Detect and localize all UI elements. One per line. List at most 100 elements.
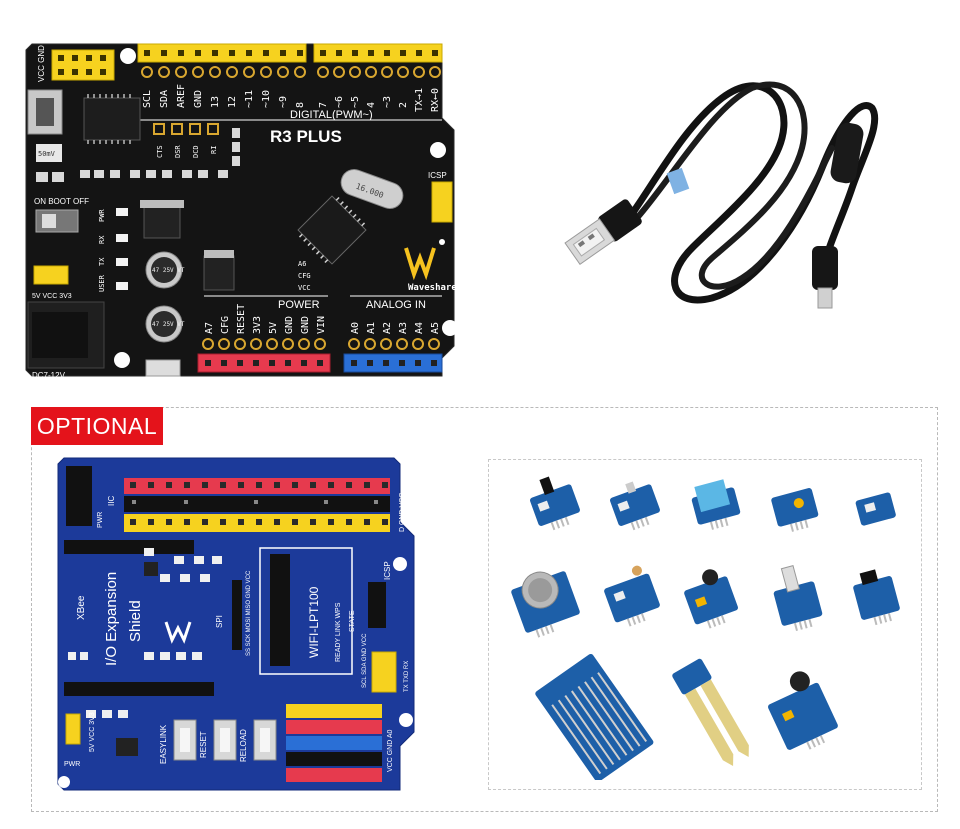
light-sensor-module (604, 565, 660, 627)
top-pin-label: 13 (210, 96, 221, 108)
power-pin-label: A7 (204, 322, 215, 334)
a6-label: A6 (298, 260, 306, 268)
iic-label: IIC (107, 496, 116, 506)
hall-sensor-module (855, 492, 896, 526)
sensor-modules-frame (488, 459, 922, 790)
digital-label: DIGITAL(PWM~) (290, 109, 373, 121)
wifi-module-label: WIFI-LPT100 (307, 586, 321, 658)
tilt-sensor-module (610, 481, 660, 531)
dc-jack-label: DC7-12V (32, 371, 66, 380)
usb-cable-image (564, 81, 879, 309)
vcc-gnd-a0-label: VCC GND A0 (387, 729, 394, 772)
optional-section-frame (31, 407, 938, 812)
top-pin-label: GND (193, 90, 204, 108)
dsr-label: DSR (174, 145, 182, 158)
user-led-label: USER (98, 274, 106, 292)
power-pin-label: GND (300, 316, 311, 334)
reset-button-shield (213, 719, 237, 761)
top-pin-label: SDA (159, 90, 170, 108)
reload-label: RELOAD (239, 729, 248, 762)
svg-text:Waveshare: Waveshare (408, 283, 457, 293)
reload-button (253, 719, 277, 761)
analog-pin-label: A5 (430, 322, 441, 334)
top-pin-label: 8 (295, 102, 306, 108)
capacitor-bottom: 47 25V VT (145, 305, 185, 343)
sensor-modules-image (511, 476, 900, 780)
spi-pins-label: SS SCK MOSI MISO GND VCC (246, 570, 252, 656)
vcc-gnd-label: VCC GND (37, 45, 46, 82)
top-pin-label: RX←0 (430, 88, 441, 112)
cts-label: CTS (156, 145, 164, 158)
top-pin-label: TX→1 (414, 88, 425, 112)
power-pin-label: 3V3 (252, 316, 263, 334)
vcc-label: VCC (298, 284, 311, 292)
top-pin-label: 2 (398, 102, 409, 108)
top-pin-label: 12 (227, 96, 238, 108)
analog-pin-label: A2 (382, 322, 393, 334)
spi-label: SPI (215, 615, 224, 628)
top-pin-label: ~6 (334, 96, 345, 108)
analog-section-label: ANALOG IN (366, 299, 426, 311)
rotary-potentiometer-module (773, 564, 823, 632)
iic-pins-label: PWR (97, 512, 104, 528)
optional-badge: OPTIONAL (31, 407, 163, 445)
tx-led-label: TX (98, 257, 106, 266)
svg-text:47 25V VT: 47 25V VT (152, 321, 185, 328)
easylink-button (173, 719, 197, 761)
waveshare-logo: Waveshare (404, 239, 457, 293)
touch-sensor-module (771, 488, 819, 532)
soil-moisture-sensor (672, 658, 749, 766)
icsp-label: ICSP (428, 171, 447, 180)
top-pin-label: AREF (176, 84, 187, 108)
pwr-led-label: PWR (98, 209, 106, 222)
r3-plus-board-image: SCL SDA AREF GND 13 12 ~11 ~10 ~9 8 7 ~6… (25, 43, 458, 380)
power-pin-label: CFG (220, 316, 231, 334)
rx-led-label: RX (98, 235, 106, 244)
ri-label: RI (210, 146, 218, 154)
top-left-pin-labels: SCL SDA AREF GND 13 12 ~11 ~10 ~9 8 7 ~6… (142, 84, 441, 112)
d-gnd-vcc-label: D GND VCC (399, 493, 406, 532)
voltage-select-label-shield: 5V VCC 3V3 (89, 712, 96, 752)
analog-pin-label: A4 (414, 322, 425, 334)
easylink-label: EASYLINK (159, 724, 168, 764)
boot-switch-label: ON BOOT OFF (34, 197, 89, 206)
capacitor-top: 47 25V VT (145, 251, 185, 289)
icsp-label-shield: ICSP (383, 561, 392, 580)
top-pin-label: ~11 (244, 90, 255, 108)
tx-txd-rx-label: SCL SDA GND VCC (362, 633, 368, 688)
laser-module (768, 671, 838, 750)
voltage-label: 50mV (38, 150, 56, 158)
top-pin-label: ~10 (261, 90, 272, 108)
top-pin-label: 4 (366, 102, 377, 108)
top-pin-label: SCL (142, 90, 153, 108)
pwr-led-label-shield: PWR (64, 761, 80, 768)
power-pin-label: 5V (268, 322, 279, 334)
svg-text:47 25V VT: 47 25V VT (152, 267, 185, 274)
state-label: STATE (349, 610, 356, 632)
top-pin-label: ~5 (350, 96, 361, 108)
voltage-select-label: 5V VCC 3V3 (32, 293, 72, 300)
cfg-label: CFG (298, 272, 311, 280)
dcd-label: DCD (192, 145, 200, 158)
status-leds-label: READY LINK WPS (335, 602, 342, 662)
io-expansion-shield-image: PWR IIC D GND VCC XBee I/O Expansion Shi… (57, 457, 415, 791)
power-pin-label: GND (284, 316, 295, 334)
power-section-label: POWER (278, 299, 320, 311)
analog-pin-label: A0 (350, 322, 361, 334)
top-pin-label: ~9 (278, 96, 289, 108)
analog-pin-label: A1 (366, 322, 377, 334)
reset-label: RESET (199, 731, 208, 758)
power-pin-label: VIN (316, 316, 327, 334)
sound-sensor-module (684, 569, 738, 629)
analog-pin-label: A3 (398, 322, 409, 334)
water-level-sensor (535, 653, 654, 780)
ir-sensor-module (853, 569, 900, 626)
gas-sensor-module (511, 571, 580, 638)
top-pin-label: 7 (318, 102, 329, 108)
crystal: 16.000 (340, 169, 404, 209)
top-pin-label: ~3 (382, 96, 393, 108)
rx-tx-label: TX TXD RX (404, 661, 410, 692)
xbee-label: XBee (76, 595, 87, 620)
power-pin-label: RESET (236, 304, 247, 334)
board-title: R3 PLUS (270, 127, 342, 146)
